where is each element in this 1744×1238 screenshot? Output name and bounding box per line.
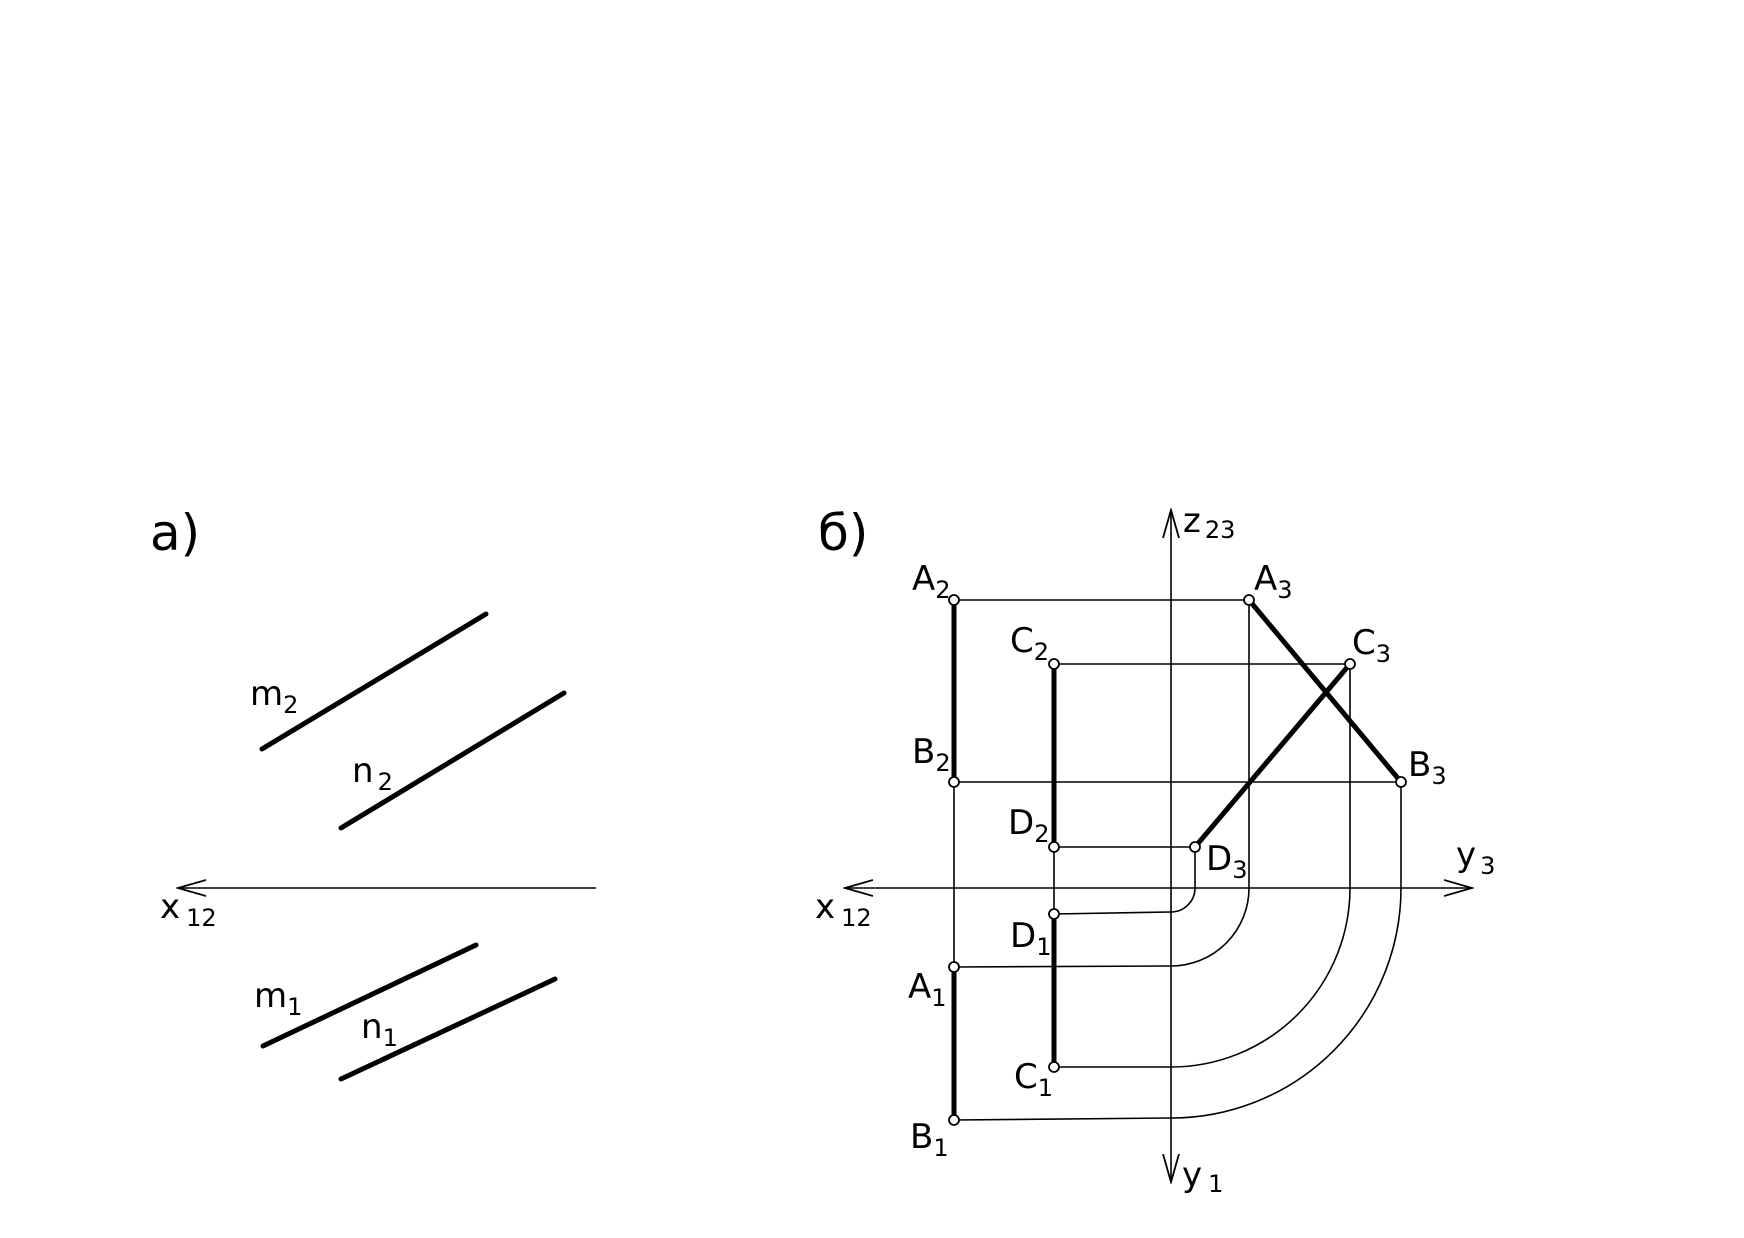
- point-A3: [1243, 594, 1255, 606]
- line-m1: [260, 942, 479, 1049]
- point-A1: [948, 961, 960, 973]
- point-D2: [1048, 841, 1060, 853]
- point-A2: [948, 594, 960, 606]
- segment-C3D3: [1192, 661, 1353, 850]
- point-D1: [1048, 908, 1060, 920]
- label-m1: m1: [254, 976, 302, 1021]
- label-C1: C1: [1014, 1057, 1053, 1102]
- label-D3: D3: [1206, 839, 1247, 884]
- label-m2: m2: [250, 674, 298, 719]
- label-A1: A1: [908, 967, 947, 1012]
- label-A3: A3: [1254, 559, 1293, 604]
- line-n2: [338, 690, 567, 831]
- label-C3: C3: [1352, 623, 1391, 668]
- label-A2: A2: [912, 559, 951, 604]
- point-C2: [1048, 658, 1060, 670]
- point-C1: [1048, 1061, 1060, 1073]
- line-n1: [338, 976, 558, 1082]
- label-C2: C2: [1010, 621, 1049, 666]
- point-C3: [1344, 658, 1356, 670]
- point-B2: [948, 776, 960, 788]
- panel-b: б): [815, 501, 1495, 1198]
- point-D3: [1189, 841, 1201, 853]
- label-n1: n1: [361, 1007, 398, 1052]
- panel-a-label: а): [150, 504, 200, 562]
- arc-C: [1054, 887, 1351, 1068]
- point-B1: [948, 1114, 960, 1126]
- label-B2: B2: [912, 732, 951, 777]
- label-D1: D1: [1010, 916, 1051, 961]
- line-m2: [259, 611, 489, 752]
- arc-B: [953, 887, 1402, 1121]
- label-D2: D2: [1008, 803, 1049, 848]
- point-B3: [1395, 776, 1407, 788]
- arc-A: [953, 887, 1250, 968]
- label-B1: B1: [910, 1117, 949, 1162]
- panel-b-label: б): [818, 504, 868, 562]
- label-B3: B3: [1408, 745, 1447, 790]
- arc-D: [1053, 887, 1196, 915]
